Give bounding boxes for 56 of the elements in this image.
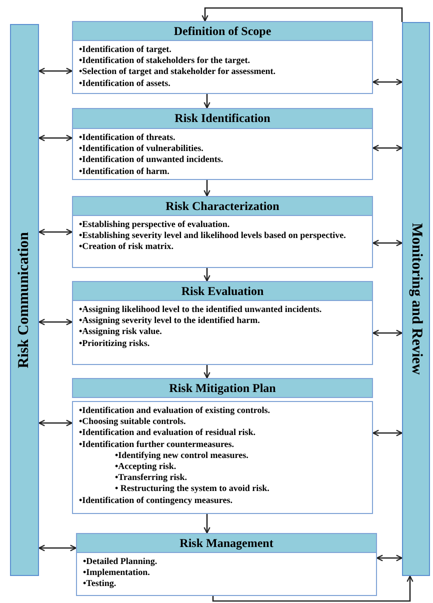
bullet-text: •Establishing perspective of evaluation.	[79, 219, 230, 230]
bullet-text: •Testing.	[83, 578, 116, 590]
double-arrow	[372, 78, 403, 86]
heading-band: Risk Identification	[72, 108, 373, 129]
bullet-text: •Assigning risk value.	[79, 326, 162, 338]
bullet-text: • Restructuring the system to avoid risk.	[115, 483, 270, 495]
double-arrow	[376, 554, 403, 562]
panel-title: Monitoring and Review	[408, 223, 424, 375]
double-arrow	[38, 544, 77, 552]
bullet-text: •Identification of threats.	[79, 132, 176, 144]
bullet-text: •Identification of unwanted incidents.	[79, 154, 224, 166]
double-arrow	[372, 240, 403, 246]
bullet-text: •Selection of target and stakeholder for assessment.	[79, 66, 276, 78]
heading-band: Risk Characterization	[72, 196, 373, 216]
bullet-text: •Identification of harm.	[79, 166, 170, 177]
side-panel	[402, 22, 430, 576]
bullet-text: •Identification and evaluation of existing controls.	[79, 405, 270, 416]
bullet-text: •Establishing severity level and likelihood levels based on perspective.	[79, 230, 346, 242]
bullet-text: •Assigning likelihood level to the identified unwanted incidents.	[79, 304, 322, 316]
bullet-text: •Identification and evaluation of residual risk.	[79, 427, 256, 439]
double-arrow	[38, 318, 73, 326]
double-arrow	[38, 134, 73, 142]
bullet-text: •Creation of risk matrix.	[79, 241, 174, 253]
double-arrow	[38, 68, 73, 74]
heading-band: Risk Evaluation	[72, 281, 373, 301]
bullet-text: •Transferring risk.	[115, 472, 187, 484]
arrow	[204, 94, 210, 109]
bullet-text: •Identification of contingency measures.	[79, 494, 232, 506]
double-arrow	[372, 330, 403, 336]
bullet-text: •Identification of assets.	[79, 78, 170, 89]
bullet-text: •Accepting risk.	[115, 461, 176, 472]
double-arrow	[38, 228, 73, 236]
bullet-text: •Identification further countermeasures.	[79, 438, 234, 450]
arrow	[212, 575, 414, 602]
arrow	[204, 268, 210, 282]
bullet-text: •Identifying new control measures.	[115, 450, 248, 462]
bullet-text: •Prioritizing risks.	[79, 338, 150, 349]
bullet-text: •Detailed Planning.	[83, 556, 158, 568]
bullet-text: •Assigning severity level to the identified harm.	[79, 315, 260, 326]
bullet-text: •Choosing suitable controls.	[79, 416, 186, 428]
arrow	[204, 180, 210, 197]
heading-band: Definition of Scope	[72, 21, 373, 41]
heading-band: Risk Management	[76, 533, 377, 553]
arrow	[202, 7, 403, 22]
double-arrow	[372, 144, 403, 152]
double-arrow	[372, 430, 403, 436]
bullet-text: •Identification of target.	[79, 44, 172, 56]
arrow	[204, 514, 210, 534]
heading-band: Risk Mitigation Plan	[72, 378, 373, 398]
bullet-text: •Identification of vulnerabilities.	[79, 143, 204, 154]
arrow	[204, 365, 210, 379]
panel-title: Risk Communication	[16, 232, 33, 368]
side-panel	[10, 24, 39, 576]
bullet-text: •Implementation.	[83, 567, 150, 578]
double-arrow	[38, 420, 73, 426]
bullet-text: •Identification of stakeholders for the target.	[79, 55, 250, 66]
